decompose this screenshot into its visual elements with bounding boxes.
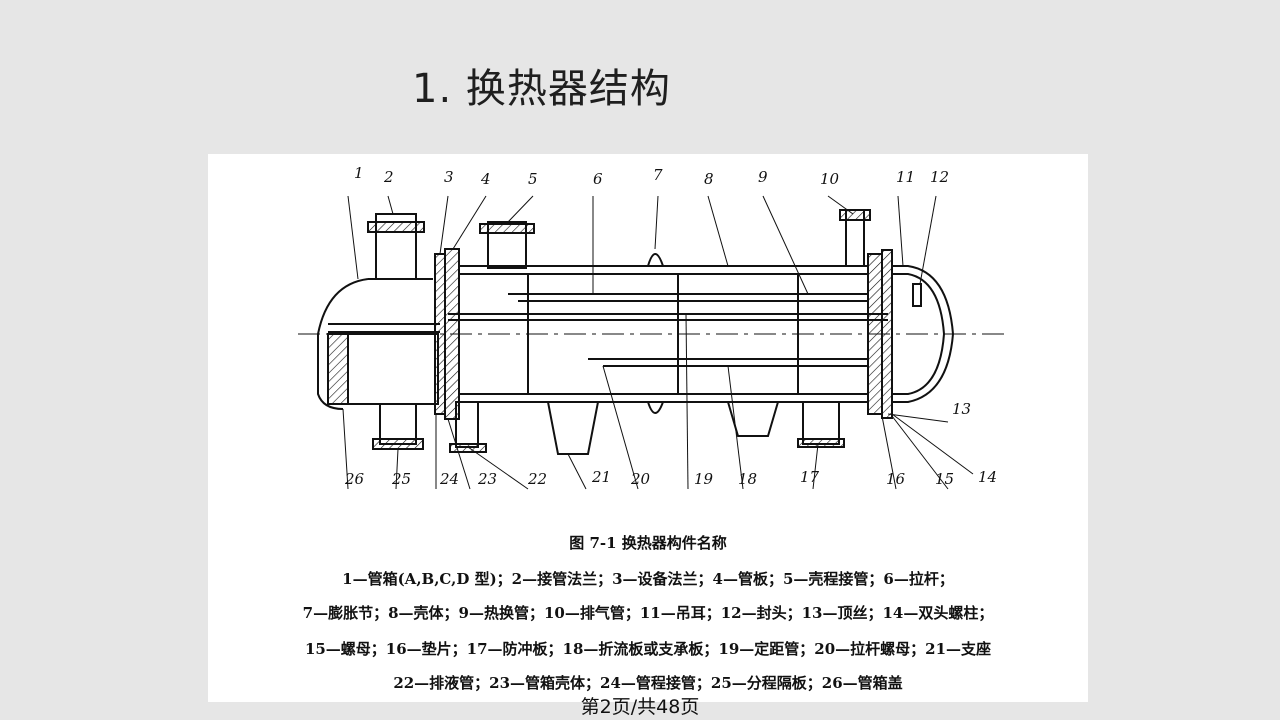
part-number-19: 19 — [694, 470, 714, 488]
legend-line-2: 7—膨胀节；8—壳体；9—热换管；10—排气管；11—吊耳；12—封头；13—顶… — [302, 604, 994, 622]
part-number-22: 22 — [527, 470, 547, 488]
part-number-10: 10 — [820, 170, 840, 188]
heat-exchanger-drawing: 1234567891011121314151617181920212223242… — [298, 164, 1008, 490]
part-number-8: 8 — [704, 170, 714, 188]
figure-caption: 图 7-1 换热器构件名称 — [569, 534, 727, 552]
part-number-23: 23 — [477, 470, 497, 488]
part-number-11: 11 — [896, 168, 915, 186]
part-number-21: 21 — [591, 468, 611, 486]
part-number-18: 18 — [738, 470, 757, 488]
part-number-15: 15 — [935, 470, 954, 488]
legend-line-1: 1—管箱(A,B,C,D 型)；2—接管法兰；3—设备法兰；4—管板；5—壳程接… — [342, 570, 954, 588]
part-number-26: 26 — [344, 470, 365, 488]
part-number-3: 3 — [444, 168, 454, 186]
legend-line-3: 15—螺母；16—垫片；17—防冲板；18—折流板或支承板；19—定距管；20—… — [304, 640, 992, 658]
part-number-5: 5 — [528, 170, 538, 188]
legend-line-4: 22—排液管；23—管箱壳体；24—管程接管；25—分程隔板；26—管箱盖 — [393, 674, 903, 692]
part-number-12: 12 — [930, 168, 949, 186]
part-number-25: 25 — [391, 470, 411, 488]
page-indicator: 第2页/共48页 — [580, 696, 700, 718]
part-number-14: 14 — [978, 468, 997, 486]
part-number-9: 9 — [758, 168, 768, 186]
part-number-17: 17 — [800, 468, 820, 486]
part-number-13: 13 — [952, 400, 971, 418]
part-number-4: 4 — [480, 170, 491, 188]
part-number-7: 7 — [653, 166, 663, 184]
part-number-24: 24 — [439, 470, 459, 488]
part-number-16: 16 — [886, 470, 906, 488]
slide-title: 1. 换热器结构 — [412, 66, 671, 112]
part-number-20: 20 — [630, 470, 651, 488]
part-number-1: 1 — [354, 164, 364, 182]
part-number-6: 6 — [593, 170, 603, 188]
part-number-2: 2 — [383, 168, 394, 186]
